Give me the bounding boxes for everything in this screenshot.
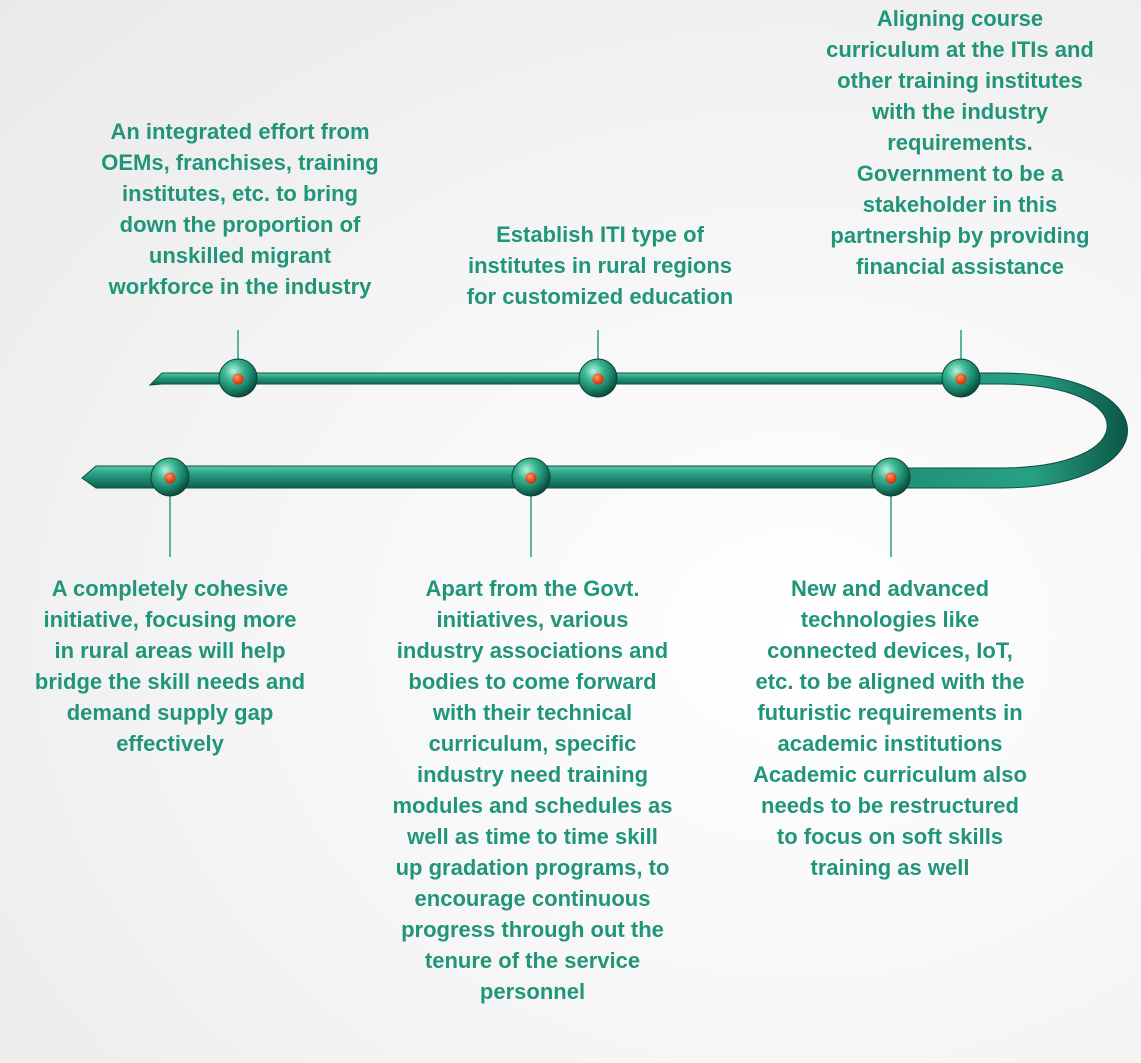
upper-track xyxy=(148,372,961,386)
timeline-node-4 xyxy=(150,457,190,497)
step-text-rural-iti: Establish ITI type of institutes in rura… xyxy=(466,222,734,309)
lower-track xyxy=(81,465,891,489)
step-text-advanced-technologies: New and advanced technologies like conne… xyxy=(753,576,1027,880)
timeline-node-6 xyxy=(871,457,911,497)
track-curve xyxy=(884,372,1128,489)
step-text-cohesive-initiative: A completely cohesive initiative, focusi… xyxy=(34,576,306,756)
step-text-curriculum-alignment: Aligning course curriculum at the ITIs a… xyxy=(826,6,1094,279)
step-text-industry-associations: Apart from the Govt. initiatives, variou… xyxy=(392,576,673,1004)
timeline-node-2 xyxy=(578,358,618,398)
step-text-oem-effort: An integrated effort from OEMs, franchis… xyxy=(101,119,379,299)
timeline-node-5 xyxy=(511,457,551,497)
timeline-node-3 xyxy=(941,358,981,398)
timeline-node-1 xyxy=(218,358,258,398)
